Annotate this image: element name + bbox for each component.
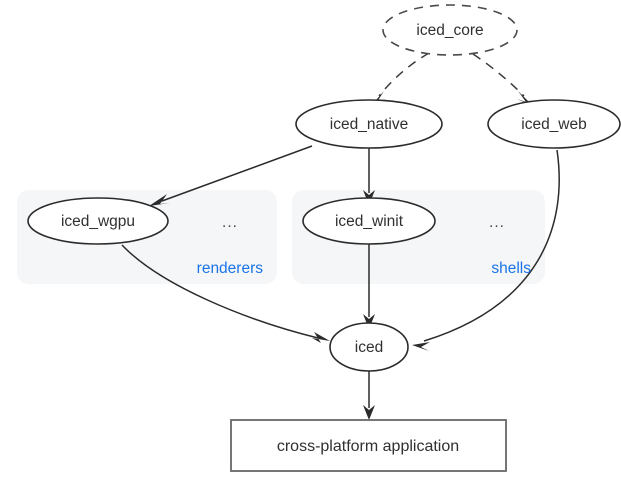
iced_native-ellipse [295, 99, 443, 149]
iced_web-ellipse [487, 99, 621, 149]
edge-iced_wgpu-to-iced [121, 244, 319, 339]
iced_wgpu-ellipse [27, 197, 169, 245]
node-iced_winit[interactable]: iced_winit [302, 197, 436, 245]
cluster-shells-label: shells [491, 260, 531, 277]
iced_core-label: iced_core [416, 22, 483, 39]
iced_native-label: iced_native [330, 116, 408, 133]
iced_core-ellipse [382, 4, 518, 56]
arrowhead-iced_wgpu-to-iced [312, 332, 330, 343]
arrowhead-iced_winit-to-iced [363, 314, 375, 329]
edge-iced_web-to-iced [423, 149, 560, 342]
iced-label: iced [355, 339, 383, 356]
application-rect [230, 419, 507, 472]
iced_web-label: iced_web [521, 116, 587, 133]
arrowhead-iced_native-to-iced_wgpu [149, 194, 170, 206]
node-application[interactable]: cross-platform application [230, 419, 507, 472]
iced_wgpu-label: iced_wgpu [61, 213, 135, 230]
node-iced[interactable]: iced [329, 322, 409, 372]
cluster-renderers-label: renderers [197, 260, 264, 277]
node-iced_web[interactable]: iced_web [487, 99, 621, 149]
iced-ellipse [329, 322, 409, 372]
iced_winit-ellipse [302, 197, 436, 245]
edge-iced_native-to-iced_wgpu [161, 145, 313, 202]
iced_winit-label: iced_winit [335, 213, 404, 230]
node-iced_native[interactable]: iced_native [295, 99, 443, 149]
arrowhead-iced-to-application [363, 405, 375, 420]
renderers-more-ellipsis: ... [222, 214, 238, 231]
arrowhead-iced_web-to-iced [412, 342, 430, 351]
shells-more-ellipsis: ... [489, 214, 505, 231]
edge-iced_core-to-iced_native [378, 52, 430, 97]
edge-iced_core-to-iced_web [472, 53, 525, 97]
node-iced_core[interactable]: iced_core [382, 4, 518, 56]
node-iced_wgpu[interactable]: iced_wgpu [27, 197, 169, 245]
application-label: cross-platform application [277, 438, 459, 455]
